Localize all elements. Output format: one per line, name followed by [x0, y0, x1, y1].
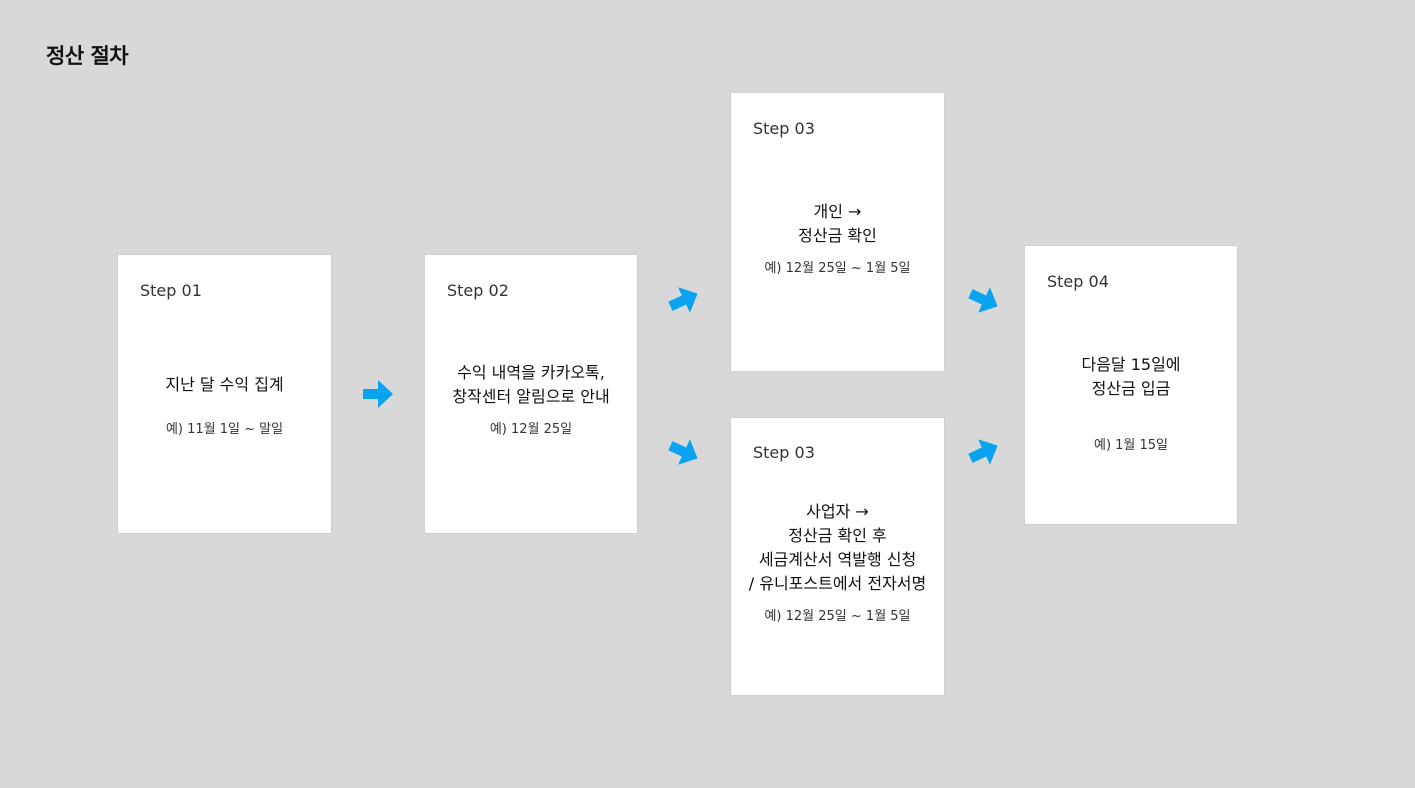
step-description-line: 정산금 확인 후 — [788, 526, 887, 545]
step-description-line: 사업자 → — [806, 502, 869, 521]
step-description: 사업자 → 정산금 확인 후 세금계산서 역발행 신청 / 유니포스트에서 전자… — [731, 500, 944, 596]
step-example: 예) 12월 25일 ~ 1월 5일 — [764, 609, 911, 624]
step-02-card: Step 02 수익 내역을 카카오톡, 창작센터 알림으로 안내 예) 12월… — [424, 254, 638, 534]
arrow-up-right-icon — [967, 435, 1001, 469]
step-label: Step 02 — [447, 281, 509, 300]
step-03-individual-card: Step 03 개인 → 정산금 확인 예) 12월 25일 ~ 1월 5일 — [730, 92, 945, 372]
step-example: 예) 12월 25일 — [489, 422, 573, 437]
step-label: Step 01 — [140, 281, 202, 300]
page-title: 정산 절차 — [46, 44, 129, 68]
step-description-line: 수익 내역을 카카오톡, — [457, 363, 605, 382]
step-04-card: Step 04 다음달 15일에 정산금 입금 예) 1월 15일 — [1024, 245, 1238, 525]
step-description: 다음달 15일에 정산금 입금 — [1025, 353, 1237, 401]
arrow-down-right-icon — [967, 283, 1001, 317]
arrow-down-right-icon — [667, 435, 701, 469]
step-label: Step 03 — [753, 443, 815, 462]
step-01-card: Step 01 지난 달 수익 집계 예) 11월 1일 ~ 말일 — [117, 254, 332, 534]
step-description-line: 정산금 확인 — [798, 226, 877, 245]
step-example: 예) 11월 1일 ~ 말일 — [165, 422, 284, 437]
step-description-line: 지난 달 수익 집계 — [165, 375, 284, 394]
arrow-right-icon — [361, 377, 395, 411]
step-label: Step 03 — [753, 119, 815, 138]
step-example: 예) 12월 25일 ~ 1월 5일 — [764, 261, 911, 276]
step-description-line: 다음달 15일에 — [1081, 355, 1181, 374]
step-description: 개인 → 정산금 확인 — [731, 200, 944, 248]
step-example: 예) 1월 15일 — [1093, 438, 1169, 453]
step-03-business-card: Step 03 사업자 → 정산금 확인 후 세금계산서 역발행 신청 / 유니… — [730, 417, 945, 696]
step-description-line: 정산금 입금 — [1091, 379, 1171, 398]
step-description: 지난 달 수익 집계 — [118, 373, 331, 397]
step-description-line: 세금계산서 역발행 신청 — [758, 550, 917, 569]
step-description-line: 개인 → — [813, 202, 862, 221]
step-description-line: / 유니포스트에서 전자서명 — [748, 574, 927, 593]
step-label: Step 04 — [1047, 272, 1109, 291]
arrow-up-right-icon — [667, 283, 701, 317]
step-description: 수익 내역을 카카오톡, 창작센터 알림으로 안내 — [425, 361, 637, 409]
step-description-line: 창작센터 알림으로 안내 — [452, 387, 610, 406]
